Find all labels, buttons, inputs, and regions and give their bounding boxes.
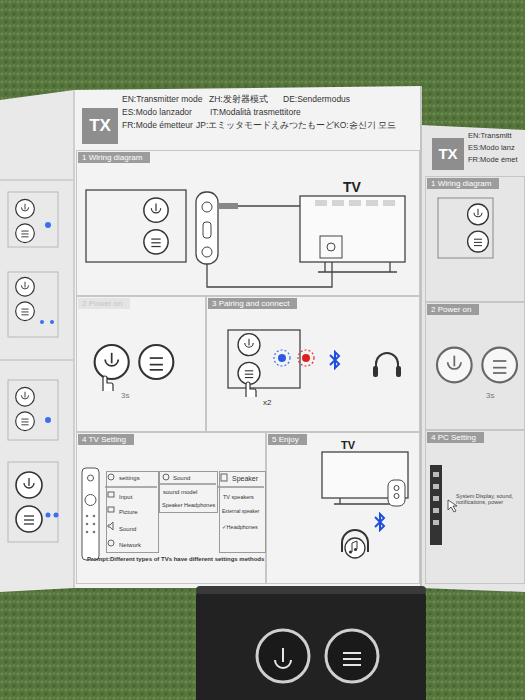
tv-set: TV [301,179,409,275]
step-heading: 2 Power on [427,304,479,315]
mode-caption: JP:エミッタモードえみつたもーど [196,121,334,131]
menu-item: Picture [119,509,138,516]
mode-caption: ES:Modo lanzador [122,108,192,118]
step-heading: 1 Wiring diagram [78,152,150,163]
tv-menu: Speaker TV speakersExternal speaker ✓Headp… [219,471,266,553]
badge-text: TX [432,145,464,162]
mode-caption: FR:Mode émetteur [122,121,193,131]
step-panel: 1 Wiring diagramTV [76,150,420,296]
step-panel: 4 PC SettingSystem Display, sound, notif… [425,430,525,584]
menu-item: Sound [173,475,190,482]
menu-item: sound model [163,489,197,496]
mode-caption: ES:Modo lanz [468,144,515,153]
menu-item: Input [119,494,132,501]
menu-item: External speaker [222,509,260,515]
prompt-note: Prompt:Different types of TVs have diffe… [87,556,264,563]
press-count: x2 [263,398,271,407]
step-panel: 2 Power on 3s [425,302,525,430]
mode-caption: DE:Sendermodus [283,95,350,105]
mode-badge: TX [432,138,464,170]
tv-set: TV [319,437,414,507]
badge-text: TX [82,116,118,136]
step-heading: 4 TV Setting [78,434,134,445]
mode-badge: TX [82,108,118,144]
device-label: TV [341,439,355,452]
tv-menu: settingsInputPictureSoundNetwork [106,471,159,553]
mode-caption: FR:Mode émet [468,156,518,165]
duration-note: 3s [121,391,129,400]
step-heading: 4 PC Setting [427,432,484,443]
mode-caption: ZH:发射器模式 [209,95,268,105]
step-panel: 4 TV SettingPrompt:Different types of TV… [76,432,266,584]
mode-caption: IT:Modalità trasmettitore [210,108,301,118]
mode-caption: KO:송신기 모드 [334,121,396,131]
step-panel: 3 Pairing and connect x2 [206,296,420,432]
menu-item: TV speakers [223,494,254,500]
mode-caption: EN:Transmitter mode [122,95,202,105]
menu-item: Headphones [184,502,215,508]
menu-item: Speaker [232,475,258,483]
step-panel: 5 Enjoy TV [266,432,420,584]
step-heading: 2 Power on [78,298,130,309]
menu-item: Speaker [162,502,183,508]
settings-path: System Display, sound, notifications, po… [456,493,518,506]
duration-note: 3s [486,391,494,400]
menu-item: Network [119,542,141,549]
device-label: TV [343,179,361,195]
mode-caption: EN:Transmitt [468,132,511,141]
tv-menu: Sound sound modelSpeakerHeadphones [159,471,218,513]
menu-item: settings [119,475,140,482]
step-panel: 1 Wiring diagram [425,176,525,302]
step-heading: 3 Pairing and connect [208,298,297,309]
step-panel: 2 Power on 3s [76,296,206,432]
step-heading: 1 Wiring diagram [427,178,499,189]
menu-item: Sound [119,526,136,533]
menu-item: ✓Headphones [222,524,258,530]
step-heading: 5 Enjoy [268,434,307,445]
